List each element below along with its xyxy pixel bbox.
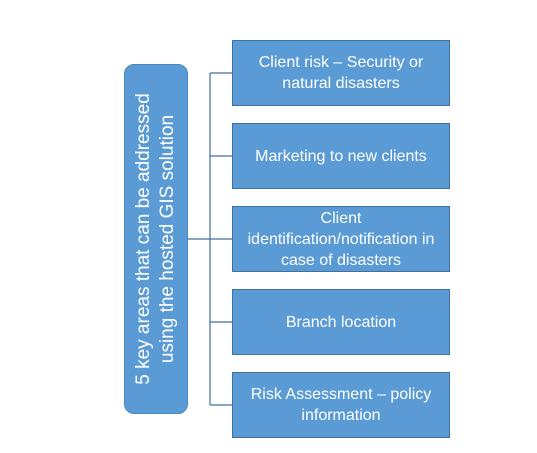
branch-node-branch-location: Branch location [232, 289, 450, 355]
branch-node-marketing: Marketing to new clients [232, 123, 450, 189]
branch-node-risk-assessment: Risk Assessment – policy information [232, 372, 450, 438]
root-node-label: 5 key areas that can be addressed using … [133, 93, 178, 385]
branch-node-label: Client identification/notification in ca… [247, 209, 435, 269]
branch-node-client-risk: Client risk – Security or natural disast… [232, 40, 450, 106]
root-node: 5 key areas that can be addressed using … [124, 64, 188, 414]
branch-node-label: Client risk – Security or natural disast… [258, 54, 424, 92]
branch-node-client-identification: Client identification/notification in ca… [232, 206, 450, 272]
branch-node-label: Branch location [285, 313, 397, 331]
branch-node-label: Marketing to new clients [255, 147, 427, 165]
branch-node-label: Risk Assessment – policy information [250, 386, 432, 424]
